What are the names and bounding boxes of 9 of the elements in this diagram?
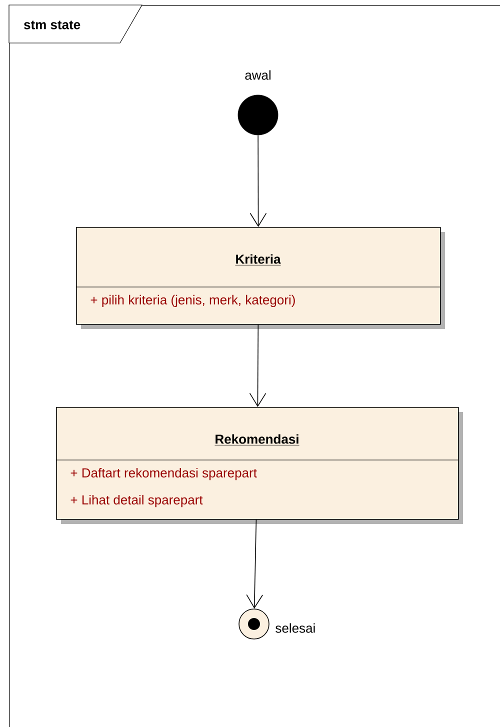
arrow — [246, 519, 264, 609]
state-label: awal — [245, 70, 270, 80]
state-label: selesai — [276, 623, 315, 633]
arrow — [249, 324, 266, 407]
operation-text: + Daftart rekomendasi sparepart — [70, 468, 257, 480]
arrow — [250, 134, 267, 227]
operation-text: + Lihat detail sparepart — [70, 494, 203, 508]
operation-text: + pilih kriteria (jenis, merk, kategori) — [90, 294, 295, 308]
frame-tab: stm state — [8, 4, 143, 44]
